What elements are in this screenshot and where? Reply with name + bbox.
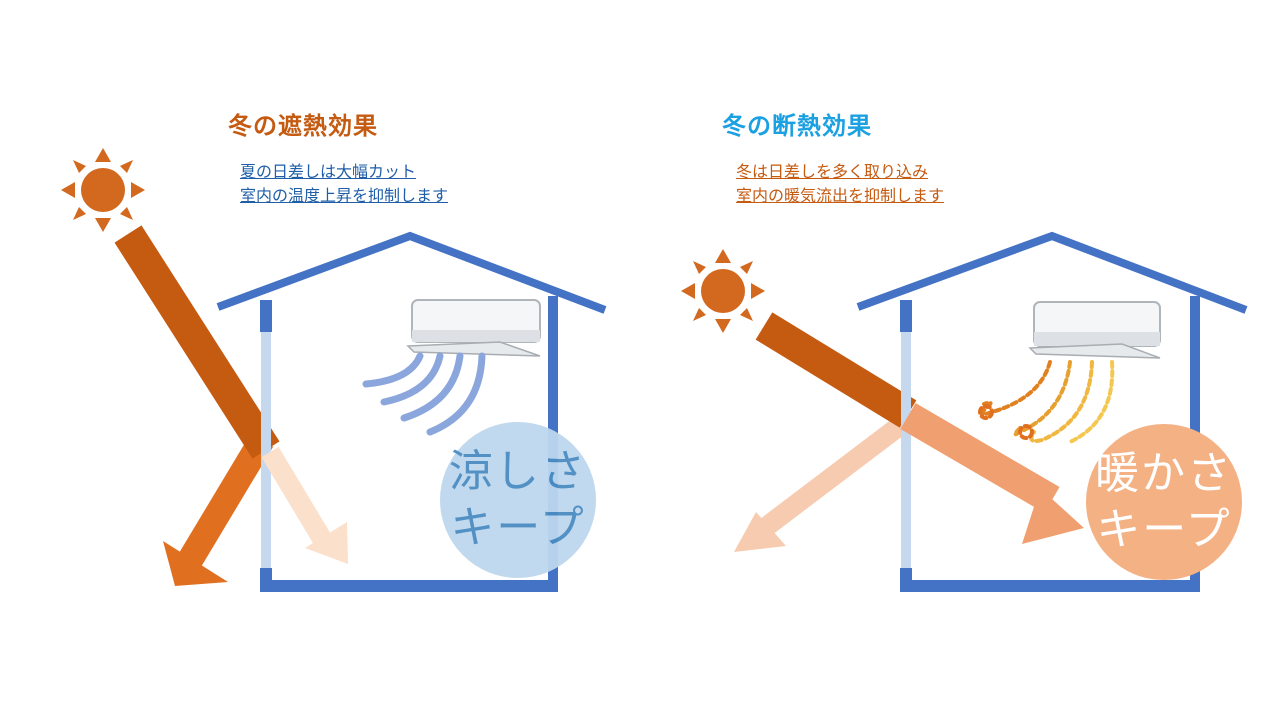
panel-insulation: 冬の断熱効果 冬は日差しを多く取り込み 室内の暖気流出を抑制します 暖かさ キー…	[640, 0, 1280, 720]
sun-icon	[681, 249, 765, 333]
desc-line: 冬は日差しを多く取り込み	[736, 162, 929, 181]
desc-line: 室内の暖気流出を抑制します	[736, 186, 945, 205]
air-conditioner-icon	[406, 299, 541, 357]
desc-line: 夏の日差しは大幅カット	[240, 162, 417, 181]
keep-warm-badge: 暖かさ キープ	[1086, 424, 1242, 580]
keep-cool-badge: 涼しさ キープ	[440, 422, 596, 578]
incoming-sunlight-ray	[114, 225, 280, 459]
desc-line: 室内の温度上昇を抑制します	[240, 186, 449, 205]
insulation-heading: 冬の断熱効果	[722, 112, 872, 140]
transmitted-ray-arrow	[261, 446, 348, 564]
sun-icon	[61, 148, 145, 232]
insulation-description: 冬は日差しを多く取り込み 室内の暖気流出を抑制します	[736, 160, 944, 208]
panel-heat-shield: 冬の遮熱効果 夏の日差しは大幅カット 室内の温度上昇を抑制します 涼しさ キープ	[61, 112, 607, 592]
badge-line: キープ	[450, 502, 586, 553]
reflected-ray-arrow	[163, 433, 274, 586]
heat-shield-heading: 冬の遮熱効果	[228, 112, 378, 140]
badge-line: キープ	[1096, 504, 1232, 555]
incoming-sunlight-ray	[755, 312, 917, 428]
warm-airflow-icon	[978, 360, 1115, 444]
heat-shield-description: 夏の日差しは大幅カット 室内の温度上昇を抑制します	[240, 160, 448, 208]
badge-line: 涼しさ	[449, 446, 587, 497]
reflected-ray-arrow	[734, 416, 909, 552]
air-conditioner-icon	[1028, 301, 1161, 359]
cool-airflow-icon	[362, 352, 486, 436]
transmitted-ray-arrow	[900, 403, 1084, 544]
badge-line: 暖かさ	[1095, 448, 1233, 499]
